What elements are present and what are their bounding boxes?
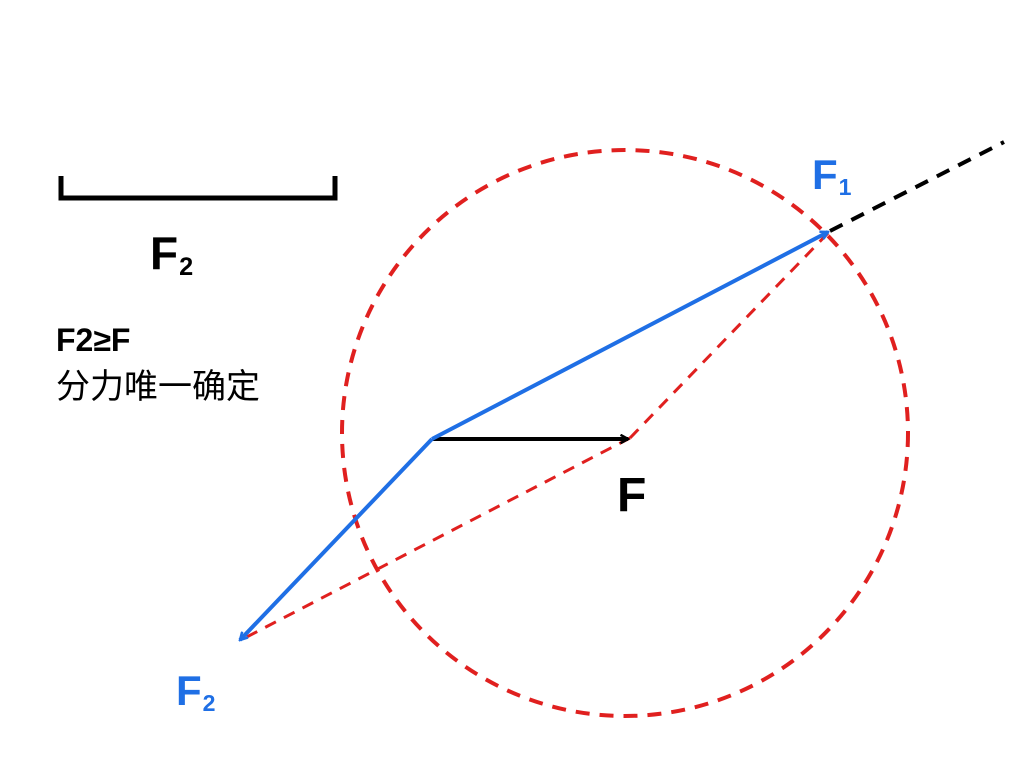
f-label: F bbox=[617, 469, 647, 522]
f2-radius-circle bbox=[340, 148, 910, 718]
uniqueness-note: 分力唯一确定 bbox=[56, 367, 260, 407]
construction-line-f-to-f2 bbox=[238, 436, 631, 643]
f1-direction-extension bbox=[829, 140, 1005, 233]
scale-f2-label: F2 bbox=[150, 227, 194, 282]
f1-label: F1 bbox=[812, 151, 852, 200]
construction-line-f-to-f1 bbox=[628, 229, 832, 440]
f2-label: F2 bbox=[176, 667, 216, 716]
condition-text: F2≥F bbox=[56, 322, 131, 358]
component-f2-arrow bbox=[240, 437, 434, 640]
f2-length-scale-bar bbox=[58, 176, 338, 201]
component-f1-arrow bbox=[431, 230, 828, 441]
